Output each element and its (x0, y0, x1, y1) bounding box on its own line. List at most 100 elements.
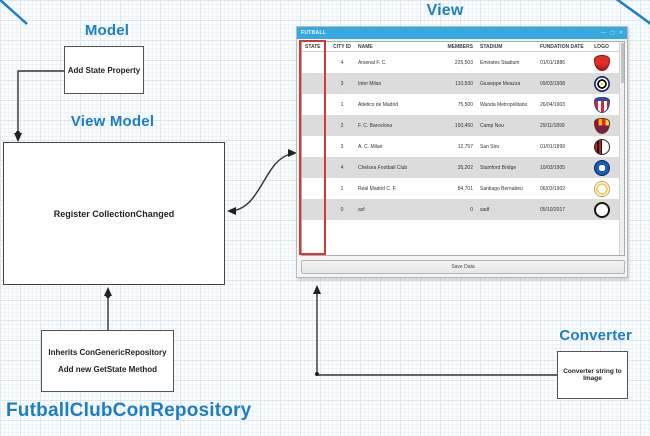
cell-date: 26/04/1903 (540, 101, 566, 108)
view-model-box: Register CollectionChanged (3, 142, 225, 285)
atletico-madrid-crest-icon (593, 96, 610, 113)
real-madrid-crest-icon (593, 180, 610, 197)
cell-date: 05/10/2017 (540, 206, 566, 213)
grid-body: 4 Arsenal F. C. 225,503 Emirates Stadium 01/… (302, 52, 624, 220)
repository-box: Inherits ConGenericRepository Add new Ge… (41, 330, 174, 392)
view-model-heading: View Model (70, 113, 155, 130)
cell-date: 10/03/1905 (540, 164, 566, 171)
table-row[interactable]: 2 F. C. Barcelona 150,450 Camp Nou 29/11/189… (302, 115, 624, 136)
cell-name: Chelsea Football Club (358, 164, 408, 171)
cell-members: 150,450 (454, 122, 473, 129)
column-header-members[interactable]: MEMBERS (447, 43, 473, 50)
cell-stadium: San Siro (480, 143, 500, 150)
repository-box-line2: Add new GetState Method (57, 365, 158, 374)
ac-milan-crest-icon (593, 138, 610, 155)
cell-logo (585, 138, 618, 155)
repository-box-line1: Inherits ConGenericRepository (48, 348, 167, 357)
table-row[interactable]: 4 Chelsea Football Club 35,202 Stamford Bri… (302, 157, 624, 178)
repository-heading: FutballClubConRepository (6, 400, 252, 421)
view-heading: View (426, 2, 464, 19)
cell-date: 06/03/1902 (540, 185, 566, 192)
maximize-icon[interactable]: ▢ (610, 29, 615, 36)
cell-logo (585, 201, 618, 218)
chelsea-crest-icon (593, 159, 610, 176)
cell-members: 225,503 (454, 59, 473, 66)
table-row[interactable]: 1 Real Madrid C. F. 84,701 Santiago Bernabe… (302, 178, 624, 199)
table-row[interactable]: 1 Atletico de Madrid 75,500 Wanda Metropoli… (302, 94, 624, 115)
state-column-highlight (299, 40, 326, 255)
empty-crest-icon (593, 201, 610, 218)
inter-milan-crest-icon (593, 75, 610, 92)
top-right-blue-line (615, 0, 650, 25)
cell-city_id: 0 (340, 206, 344, 213)
cell-name: Atletico de Madrid (358, 101, 399, 108)
table-row[interactable]: 3 A. C. Milan 12,757 San Siro 01/01/1899 (302, 136, 624, 157)
cell-logo (585, 159, 618, 176)
scrollbar-thumb[interactable] (621, 43, 624, 83)
window-controls: —▢✕ (601, 29, 623, 36)
cell-city_id: 2 (340, 122, 344, 129)
cell-city_id: 4 (340, 59, 344, 66)
cell-logo (585, 54, 618, 71)
cell-stadium: Giuseppe Meazza (480, 80, 521, 87)
cell-stadium: Emirates Stadium (480, 59, 520, 66)
table-row[interactable]: 4 Arsenal F. C. 225,503 Emirates Stadium 01/… (302, 52, 624, 73)
converter-heading: Converter (559, 327, 632, 344)
model-box-label: Add State Property (67, 65, 141, 75)
cell-date: 01/01/1899 (540, 143, 566, 150)
cell-logo (585, 96, 618, 113)
column-header-stadium[interactable]: STADIUM (480, 43, 503, 50)
window-title: FUTBALL (301, 30, 327, 36)
futball-app-window: FUTBALL —▢✕ STATE CITY ID NAME MEMBERS STADI… (296, 26, 628, 278)
converter-box: Converter string to Image (557, 351, 628, 399)
cell-members: 0 (470, 206, 473, 213)
top-left-blue-line (0, 0, 28, 25)
column-header-name[interactable]: NAME (358, 43, 373, 50)
cell-city_id: 1 (340, 185, 344, 192)
cell-city_id: 3 (340, 80, 344, 87)
window-titlebar[interactable]: FUTBALL —▢✕ (297, 27, 627, 39)
grid-header-row: STATE CITY ID NAME MEMBERS STADIUM FUNDATION … (302, 42, 624, 52)
vertical-scrollbar[interactable] (619, 42, 624, 255)
cell-name: Arsenal F. C. (358, 59, 387, 66)
cell-name: asf (358, 206, 365, 213)
column-header-logo[interactable]: LOGO (594, 43, 609, 50)
clubs-data-grid: STATE CITY ID NAME MEMBERS STADIUM FUNDATION … (301, 41, 625, 256)
model-heading: Model (84, 22, 130, 39)
cell-members: 12,757 (457, 143, 473, 150)
cell-city_id: 4 (340, 164, 344, 171)
cell-name: Inter Milan (358, 80, 382, 87)
minimize-icon[interactable]: — (601, 29, 607, 36)
cell-logo (585, 180, 618, 197)
column-header-fundation-date[interactable]: FUNDATION DATE (540, 43, 584, 50)
cell-members: 35,202 (457, 164, 473, 171)
close-icon[interactable]: ✕ (618, 29, 623, 36)
cell-logo (585, 75, 618, 92)
table-row[interactable]: 0 asf 0 sadf 05/10/2017 (302, 199, 624, 220)
cell-logo (585, 117, 618, 134)
cell-name: A. C. Milan (358, 143, 383, 150)
cell-stadium: sadf (480, 206, 490, 213)
cell-members: 110,500 (455, 80, 473, 87)
converter-box-label: Converter string to Image (563, 368, 622, 382)
cell-city_id: 3 (340, 143, 344, 150)
save-data-button[interactable]: Save Data (301, 260, 625, 274)
model-box: Add State Property (64, 46, 144, 94)
fc-barcelona-crest-icon (593, 117, 610, 134)
cell-city_id: 1 (340, 101, 344, 108)
cell-date: 29/11/1899 (540, 122, 565, 129)
column-header-city-id[interactable]: CITY ID (333, 43, 351, 50)
cell-members: 84,701 (457, 185, 473, 192)
cell-stadium: Wanda Metropolitano (480, 101, 528, 108)
cell-name: F. C. Barcelona (358, 122, 393, 129)
view-model-box-label: Register CollectionChanged (53, 208, 175, 219)
cell-stadium: Camp Nou (480, 122, 504, 129)
column-header-state[interactable]: STATE (305, 43, 321, 50)
cell-name: Real Madrid C. F. (358, 185, 397, 192)
cell-members: 75,500 (457, 101, 473, 108)
cell-stadium: Stamford Bridge (480, 164, 517, 171)
cell-stadium: Santiago Bernabeu (480, 185, 523, 192)
cell-date: 01/01/1886 (540, 59, 566, 66)
